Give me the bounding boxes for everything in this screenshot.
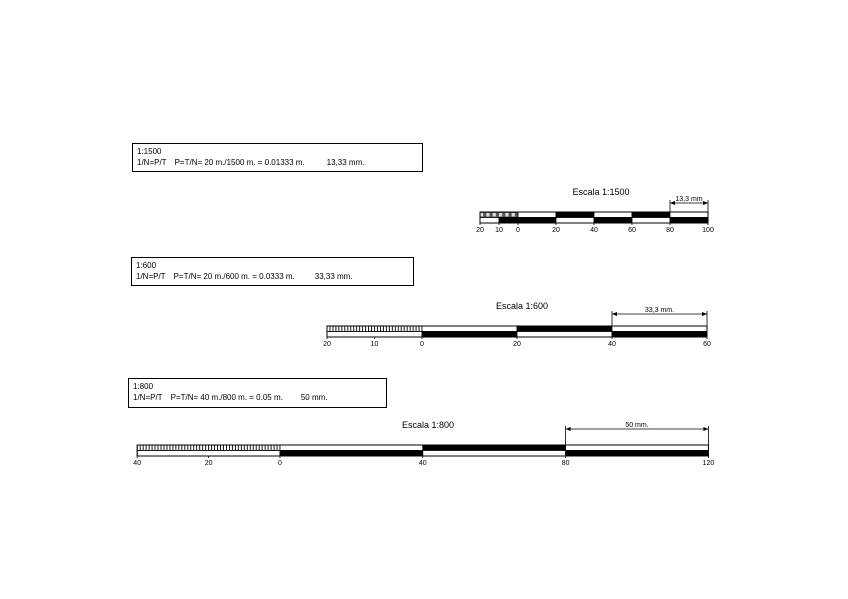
division-cell-bottom (611, 331, 708, 338)
dimension-label: 33,3 mm. (645, 307, 674, 314)
division-cell-bottom (555, 217, 595, 224)
scale-bar-800: Escala 1:800 40 20 0 40 80 120 50 mm. (133, 420, 714, 467)
scale-title: Escala 1:800 (402, 420, 454, 430)
division-cell-top (565, 444, 709, 451)
division-cell-bottom (565, 450, 709, 457)
dimension-arrow-left (670, 201, 675, 205)
dimension-label: 50 mm. (625, 422, 648, 429)
tick-label: 40 (590, 227, 598, 234)
division-cell-top (421, 325, 518, 332)
scale-title: Escala 1:1500 (572, 187, 629, 197)
division-cell-top (516, 325, 613, 332)
tick-label: 40 (608, 341, 616, 348)
formula-scale-label: 1:600 (136, 261, 157, 270)
formula-scale-label: 1:800 (133, 382, 154, 391)
tick-label: 80 (562, 460, 570, 467)
tick-label: 20 (205, 460, 213, 467)
division-cell-top (279, 444, 424, 451)
tick-label: 20 (513, 341, 521, 348)
back-section-lower (136, 450, 281, 457)
back-fine-cell (511, 213, 515, 217)
back-cell-lower (479, 217, 500, 224)
division-cell-top (422, 444, 566, 451)
formula-box-1500: 1:1500 1/N=P/T P=T/N= 20 m./1500 m. = 0.0… (132, 143, 423, 172)
tick-label: 120 (703, 460, 715, 467)
back-fine-cell (480, 213, 484, 217)
formula-result: 33,33 mm. (314, 272, 353, 281)
division-cell-top (517, 211, 557, 218)
back-fine-cell (499, 213, 503, 217)
tick-label: 0 (420, 341, 424, 348)
division-cell-top (611, 325, 708, 332)
tick-label: 0 (516, 227, 520, 234)
back-cell-lower (498, 217, 519, 224)
tick-label: 40 (419, 460, 427, 467)
tick-label: 10 (495, 227, 503, 234)
tick-label: 20 (476, 227, 484, 234)
scale-bar-600: Escala 1:600 20 10 0 20 40 60 33,3 mm. (323, 301, 711, 348)
tick-label: 40 (133, 460, 141, 467)
dimension-arrow-right (703, 201, 708, 205)
back-section-lower (326, 331, 423, 338)
formula-line: 1/N=P/T P=T/N= 20 m./1500 m. = 0.01333 m.… (137, 157, 418, 168)
division-cell-bottom (669, 217, 709, 224)
tick-label: 80 (666, 227, 674, 234)
division-cell-top (593, 211, 633, 218)
back-fine-cell (486, 213, 490, 217)
division-cell-top (669, 211, 709, 218)
dimension-label: 13,3 mm (675, 196, 702, 203)
dimension-arrow-left (612, 312, 617, 316)
tick-label: 0 (278, 460, 282, 467)
division-cell-top (631, 211, 671, 218)
division-cell-bottom (421, 331, 518, 338)
formula-calculation: P=T/N= 20 m./1500 m. = 0.01333 m. (174, 158, 305, 167)
formula-scale-label: 1:1500 (137, 147, 162, 156)
back-fine-cell (492, 213, 496, 217)
division-cell-bottom (631, 217, 671, 224)
division-cell-bottom (422, 450, 566, 457)
tick-label: 100 (702, 227, 714, 234)
dimension-arrow-left (565, 427, 571, 431)
formula-result: 13,33 mm. (326, 158, 365, 167)
tick-label: 20 (323, 341, 331, 348)
division-cell-bottom (516, 331, 613, 338)
formula-calculation: P=T/N= 40 m./800 m. = 0.05 m. (170, 393, 283, 402)
division-cell-bottom (593, 217, 633, 224)
formula-rule: 1/N=P/T (133, 393, 163, 402)
formula-result: 50 mm. (300, 393, 328, 402)
division-cell-bottom (517, 217, 557, 224)
tick-label: 60 (628, 227, 636, 234)
formula-line: 1/N=P/T P=T/N= 20 m./600 m. = 0.0333 m. 33… (136, 271, 409, 282)
dimension-arrow-right (703, 427, 709, 431)
formula-rule: 1/N=P/T (137, 158, 167, 167)
back-fine-cell (505, 213, 509, 217)
formula-calculation: P=T/N= 20 m./600 m. = 0.0333 m. (173, 272, 295, 281)
scale-title: Escala 1:600 (496, 301, 548, 311)
division-cell-top (555, 211, 595, 218)
formula-rule: 1/N=P/T (136, 272, 166, 281)
tick-label: 60 (703, 341, 711, 348)
formula-box-600: 1:600 1/N=P/T P=T/N= 20 m./600 m. = 0.033… (131, 257, 414, 286)
tick-label: 10 (371, 341, 379, 348)
formula-box-800: 1:800 1/N=P/T P=T/N= 40 m./800 m. = 0.05 … (128, 378, 387, 408)
division-cell-bottom (279, 450, 424, 457)
dimension-arrow-right (702, 312, 707, 316)
tick-label: 20 (552, 227, 560, 234)
formula-line: 1/N=P/T P=T/N= 40 m./800 m. = 0.05 m. 50 m… (133, 392, 382, 403)
